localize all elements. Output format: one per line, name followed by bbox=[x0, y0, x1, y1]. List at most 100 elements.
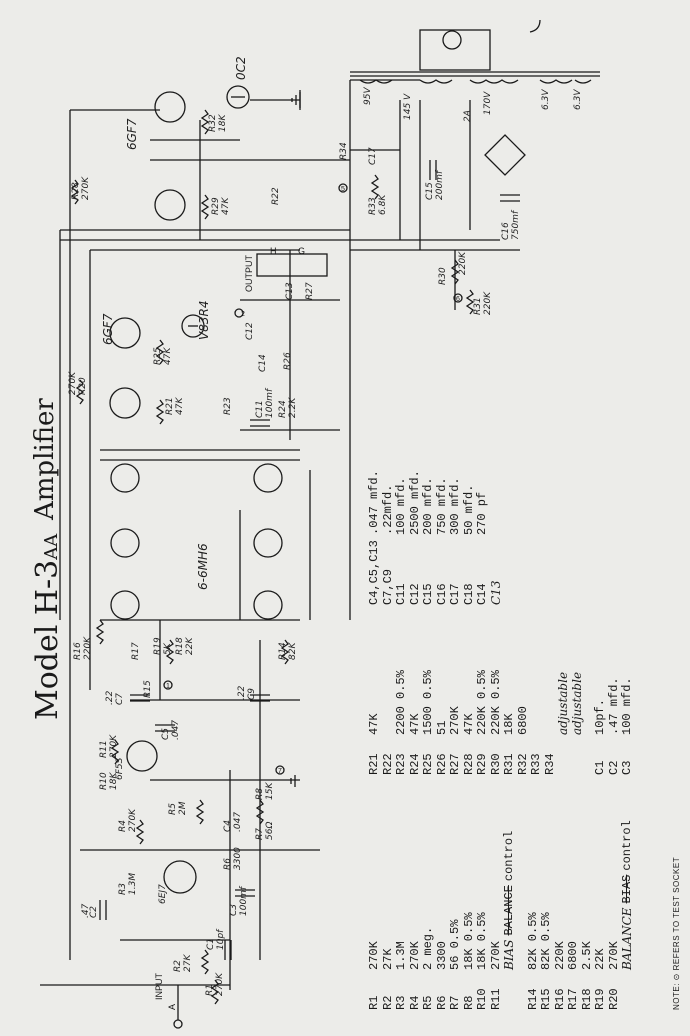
part-value: 47K bbox=[461, 713, 476, 735]
value-r31: 220K bbox=[483, 291, 493, 315]
tube-6f5s bbox=[126, 740, 158, 772]
part-value: 270K bbox=[367, 941, 381, 970]
value-r14: 82K bbox=[288, 642, 298, 660]
part-value: .22mfd. bbox=[380, 484, 395, 535]
label-r29: R29 bbox=[211, 197, 221, 215]
input-label: INPUT bbox=[154, 972, 164, 1000]
value-r29: 47K bbox=[221, 197, 231, 215]
label-r20: R20 bbox=[78, 377, 88, 395]
label-r28: R28 bbox=[71, 182, 81, 200]
parts-row: C2.47 mfd. bbox=[606, 615, 622, 775]
part-value: .47 mfd. bbox=[606, 677, 621, 735]
label-c17: C17 bbox=[368, 147, 378, 165]
label-r16: R16 bbox=[73, 642, 83, 660]
part-ref: R6 bbox=[434, 995, 449, 1010]
value-c16: 750mf bbox=[511, 209, 521, 240]
value-r5: 2M bbox=[178, 801, 188, 815]
label-r34: R34 bbox=[339, 142, 349, 160]
label-r31: R31 bbox=[473, 297, 483, 315]
part-ref: R15 bbox=[539, 988, 553, 1010]
part-ref: R3 bbox=[394, 995, 408, 1010]
testpoint-6: 6 bbox=[456, 296, 460, 303]
part-ref: R30 bbox=[488, 753, 503, 775]
part-value: 100 mfd. bbox=[620, 677, 634, 735]
label-6gf7-mid: 6GF7 bbox=[101, 313, 115, 345]
label-c12: C12 bbox=[245, 322, 255, 340]
part-value: 270K bbox=[407, 941, 422, 970]
part-value: 2500 mfd. bbox=[407, 470, 422, 535]
part-value: 220K 0.5% bbox=[488, 670, 503, 735]
label-c13: C13 bbox=[285, 282, 295, 300]
label-r10: R10 bbox=[99, 772, 109, 790]
input-terminal[interactable] bbox=[173, 985, 183, 1029]
label-r32: R32 bbox=[208, 114, 218, 132]
value-r18: 22K bbox=[185, 637, 195, 655]
part-ref: R24 bbox=[407, 753, 422, 775]
part-value: 18K bbox=[502, 713, 516, 735]
part-ref: R34 bbox=[542, 753, 557, 775]
part-ref: R19 bbox=[593, 988, 607, 1010]
part-ref: C14 bbox=[475, 583, 489, 605]
part-value: 18K 0.5% bbox=[461, 912, 476, 970]
tube-6gf7-mid bbox=[109, 317, 141, 419]
part-ref: C17 bbox=[448, 583, 462, 605]
value-c9: .22 bbox=[237, 685, 247, 700]
part-ref: R22 bbox=[380, 753, 395, 775]
label-c16: C16 bbox=[501, 222, 511, 240]
parts-row: R33 bbox=[529, 615, 544, 775]
output-h-label: H bbox=[270, 246, 277, 256]
value-r21: 47K bbox=[175, 397, 185, 415]
label-r18: R18 bbox=[175, 637, 185, 655]
value-c4: .047 bbox=[233, 812, 243, 832]
part-ref: R31 bbox=[502, 753, 516, 775]
part-value: 6800 bbox=[515, 706, 530, 735]
part-value: 82K 0.5% bbox=[525, 912, 540, 970]
model-title: Model H-3 bbox=[30, 559, 65, 720]
part-value: 200 mfd. bbox=[421, 477, 435, 535]
parts-row: R14 82K 0.5% bbox=[525, 780, 541, 1010]
part-ref: C11 bbox=[394, 583, 408, 605]
parts-row: R22 bbox=[380, 615, 396, 775]
test-points bbox=[163, 183, 463, 775]
label-c4: C4 bbox=[223, 820, 233, 832]
parts-row: R34 bbox=[542, 615, 558, 775]
parts-row: C7,C9.22mfd. bbox=[380, 455, 396, 605]
part-ref: R16 bbox=[552, 988, 567, 1010]
value-r4: 270K bbox=[128, 808, 138, 832]
ground-symbols bbox=[290, 19, 541, 787]
value-r1: 270K bbox=[215, 972, 225, 996]
parts-row: R31 18K bbox=[502, 615, 517, 775]
label-r5: R5 bbox=[168, 803, 178, 815]
parts-row: R1 270K bbox=[367, 780, 382, 1010]
part-ref: R1 bbox=[367, 995, 381, 1010]
label-63v-a: 6.3V bbox=[541, 89, 551, 110]
testpoint-2: 2 bbox=[241, 311, 245, 318]
part-ref: R14 bbox=[525, 988, 540, 1010]
value-c3: 100mf bbox=[239, 885, 249, 916]
part-value: .047 mfd. bbox=[367, 470, 381, 535]
output-terminal-block bbox=[256, 253, 328, 277]
value-r20: 270K bbox=[68, 371, 78, 395]
part-value: 2 meg. bbox=[421, 926, 435, 970]
part-ref: R26 bbox=[434, 753, 449, 775]
amplifier-title: Amplifier bbox=[30, 398, 60, 520]
part-value: 270K bbox=[448, 706, 462, 735]
part-ref: C4,C5,C13 bbox=[367, 540, 381, 605]
part-ref: R10 bbox=[475, 988, 489, 1010]
page-title: Model H-3AA bbox=[30, 520, 65, 720]
capacitors bbox=[99, 160, 520, 960]
value-r33: 6.8K bbox=[378, 194, 388, 215]
